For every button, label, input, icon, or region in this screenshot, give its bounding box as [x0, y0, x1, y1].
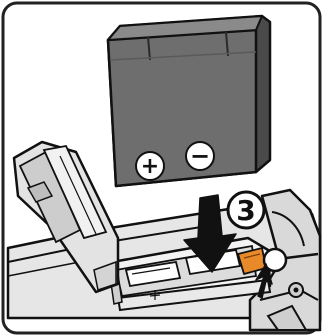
battery-top	[107, 15, 263, 41]
positive-terminal-icon	[135, 151, 165, 181]
tripod-screw-center	[293, 287, 299, 293]
battery-band	[109, 51, 257, 61]
compartment-lip	[116, 278, 272, 312]
latch-ridge	[243, 253, 261, 259]
door-tab	[26, 181, 54, 203]
grip-foot	[266, 304, 308, 331]
latch-leader-line	[285, 252, 319, 260]
grip-curve	[271, 211, 305, 247]
step-badge	[226, 190, 266, 230]
lip-mark	[149, 290, 161, 300]
card-slot-line	[131, 267, 171, 275]
battery-door	[12, 140, 120, 294]
door-hinge	[93, 260, 117, 291]
insert-down-arrow-icon	[183, 194, 237, 273]
latch-indicator-circle	[262, 247, 288, 273]
battery: + −	[106, 14, 272, 188]
step-number: 3	[236, 194, 255, 227]
latch-push-arrow-icon	[255, 263, 273, 299]
battery-seams	[147, 31, 229, 61]
negative-terminal-icon	[185, 141, 215, 171]
negative-symbol: −	[190, 142, 210, 170]
positive-symbol: +	[141, 154, 159, 179]
door-ridge	[59, 155, 97, 235]
door-hinge-edge	[42, 144, 108, 240]
